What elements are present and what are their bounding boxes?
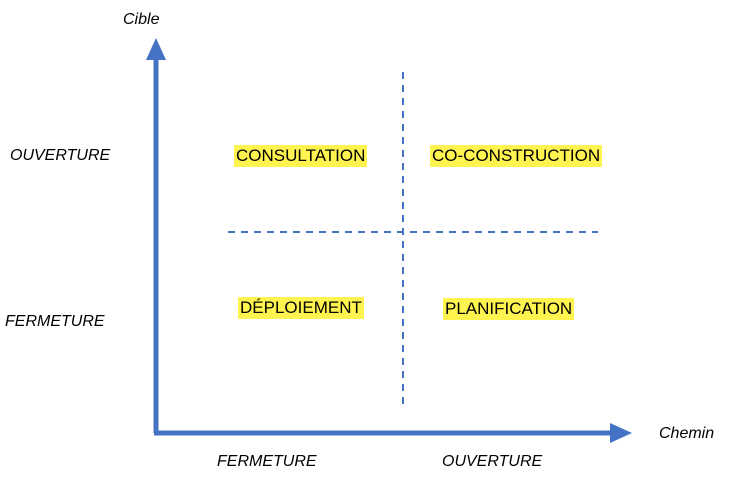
quadrant-label-bottom-right: PLANIFICATION — [443, 298, 575, 320]
x-level-label-right: OUVERTURE — [442, 453, 543, 470]
quadrant-label-top-left: CONSULTATION — [234, 145, 368, 167]
x-axis-arrowhead — [610, 423, 632, 443]
x-axis-title: Chemin — [659, 425, 715, 442]
y-level-label-top: OUVERTURE — [10, 147, 111, 164]
y-axis-arrowhead — [146, 38, 166, 60]
y-level-label-bottom: FERMETURE — [5, 313, 105, 330]
quadrant-label-top-right: CO-CONSTRUCTION — [430, 145, 603, 167]
x-level-label-left: FERMETURE — [217, 453, 317, 470]
quadrant-label-bottom-left: DÉPLOIEMENT — [238, 297, 364, 319]
y-axis-title: Cible — [123, 11, 160, 28]
